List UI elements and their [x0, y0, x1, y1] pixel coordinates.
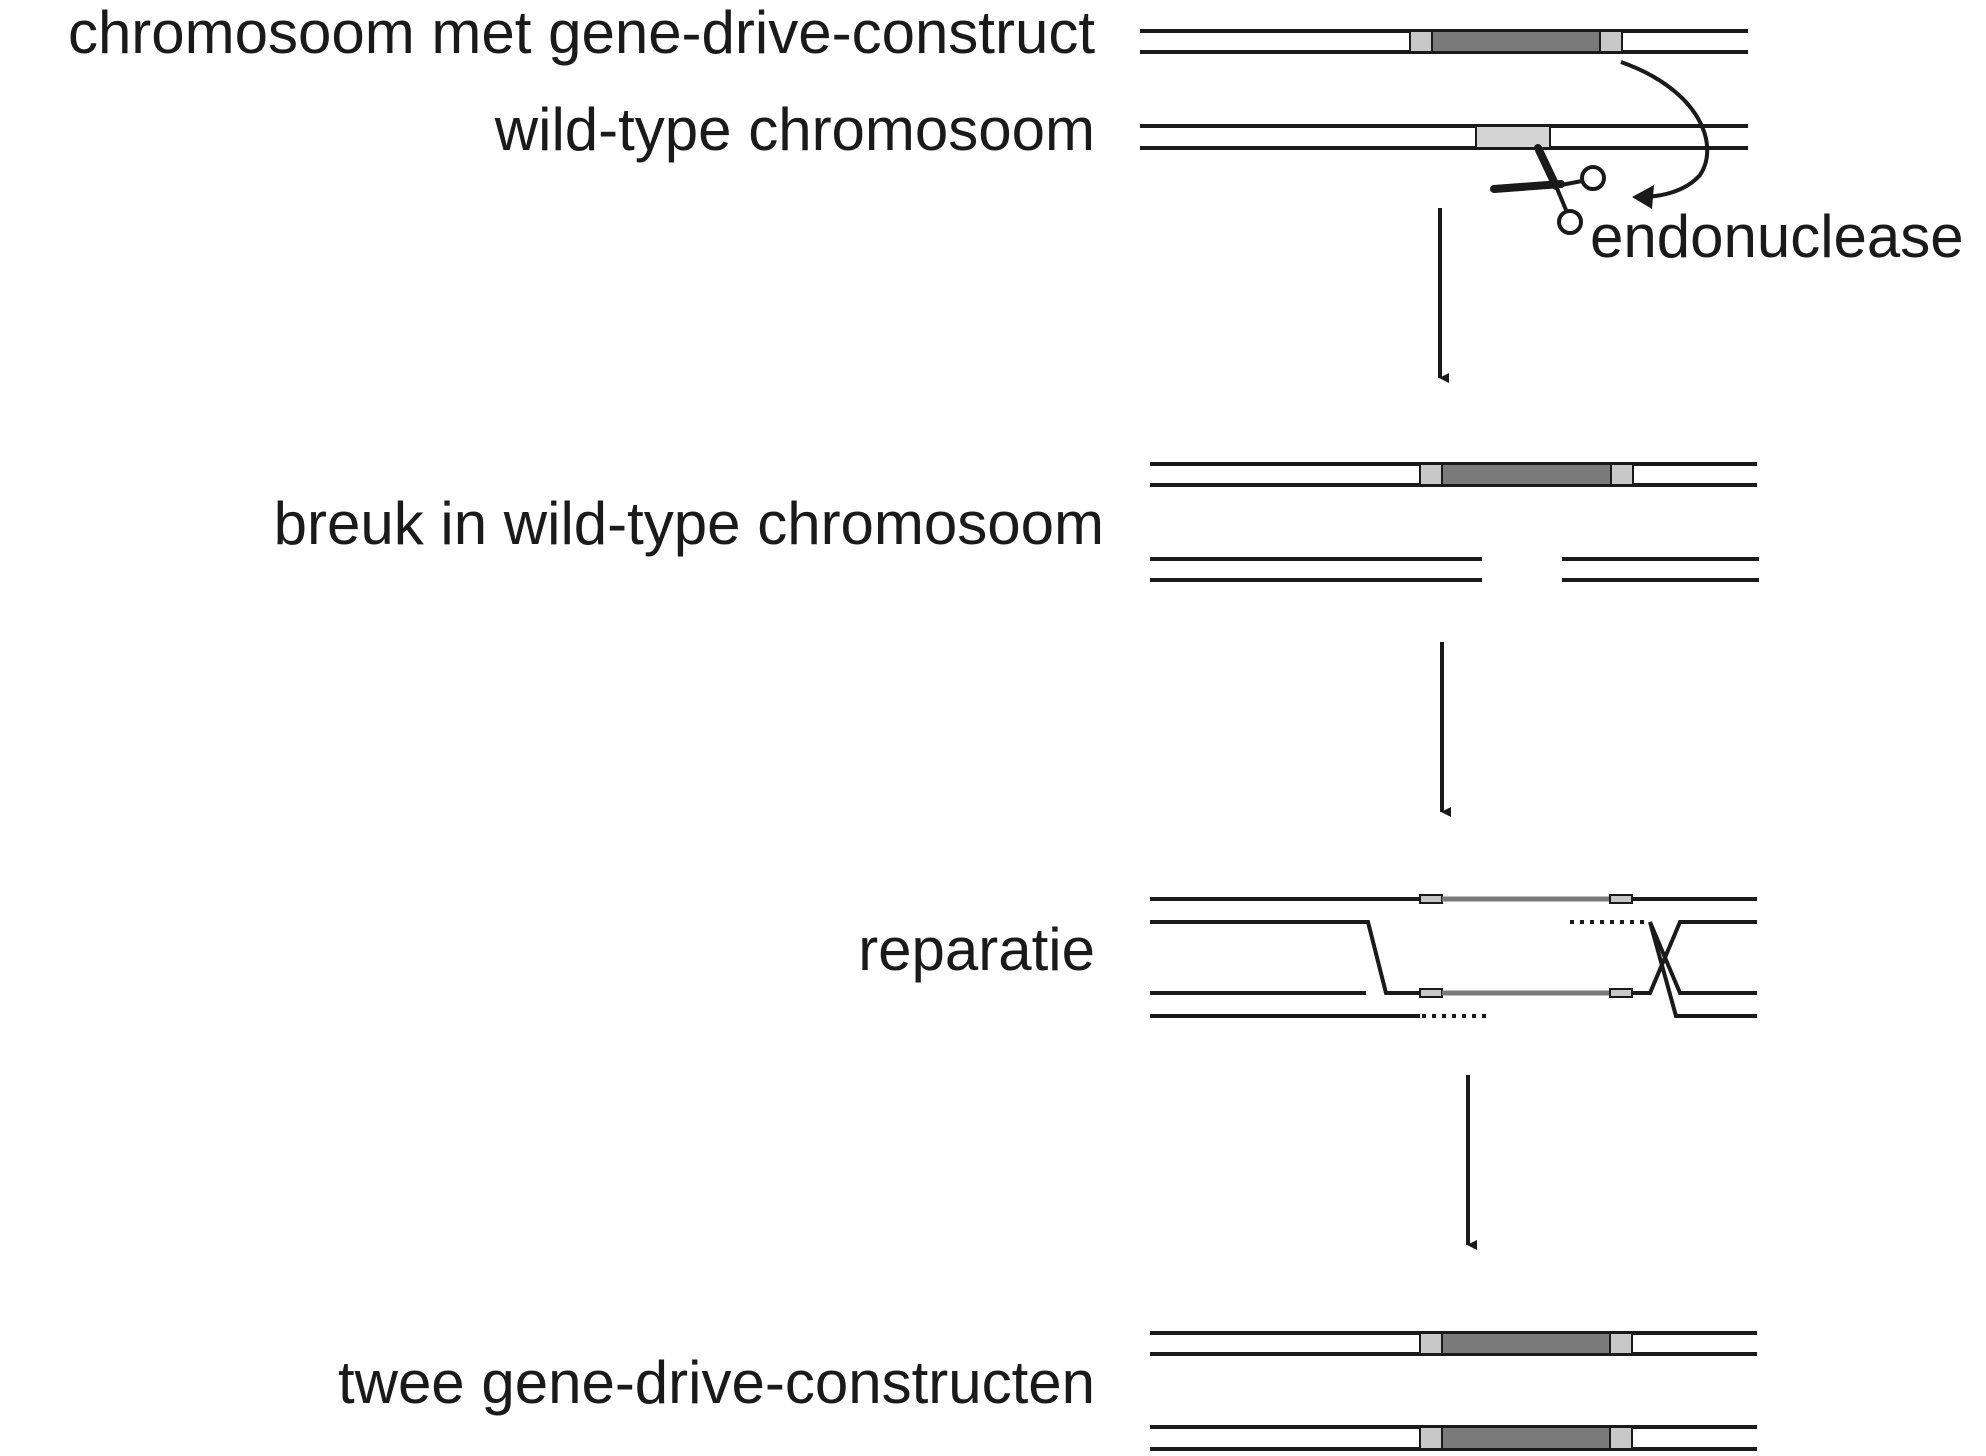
gene-drive-construct — [1409, 30, 1623, 53]
wild-type-target-site — [1475, 125, 1551, 149]
label-result: twee gene-drive-constructen — [338, 1349, 1095, 1416]
label-gene-drive-chromosome: chromosoom met gene-drive-construct — [68, 0, 1095, 66]
wild-type-chromosome — [1140, 124, 1748, 150]
label-endonuclease: endonuclease — [1590, 203, 1964, 270]
gene-drive-construct — [1419, 1332, 1633, 1355]
gene-drive-construct — [1419, 1426, 1633, 1450]
result-chromosome-1 — [1150, 1331, 1757, 1356]
curved-arrow — [1620, 60, 1710, 199]
result-chromosome-2 — [1150, 1425, 1757, 1451]
label-repair: reparatie — [858, 916, 1095, 983]
label-break: breuk in wild-type chromosoom — [274, 490, 1104, 557]
repair-intermediate — [1150, 894, 1757, 1018]
label-wild-type-chromosome: wild-type chromosoom — [494, 96, 1095, 163]
gene-drive-construct — [1419, 463, 1634, 486]
gene-drive-chromosome-step2 — [1150, 462, 1757, 487]
gene-drive-chromosome — [1140, 29, 1748, 54]
curved-arrowhead — [1632, 185, 1654, 209]
scissors-icon — [1490, 144, 1606, 235]
broken-wild-type-chromosome — [1150, 557, 1759, 582]
